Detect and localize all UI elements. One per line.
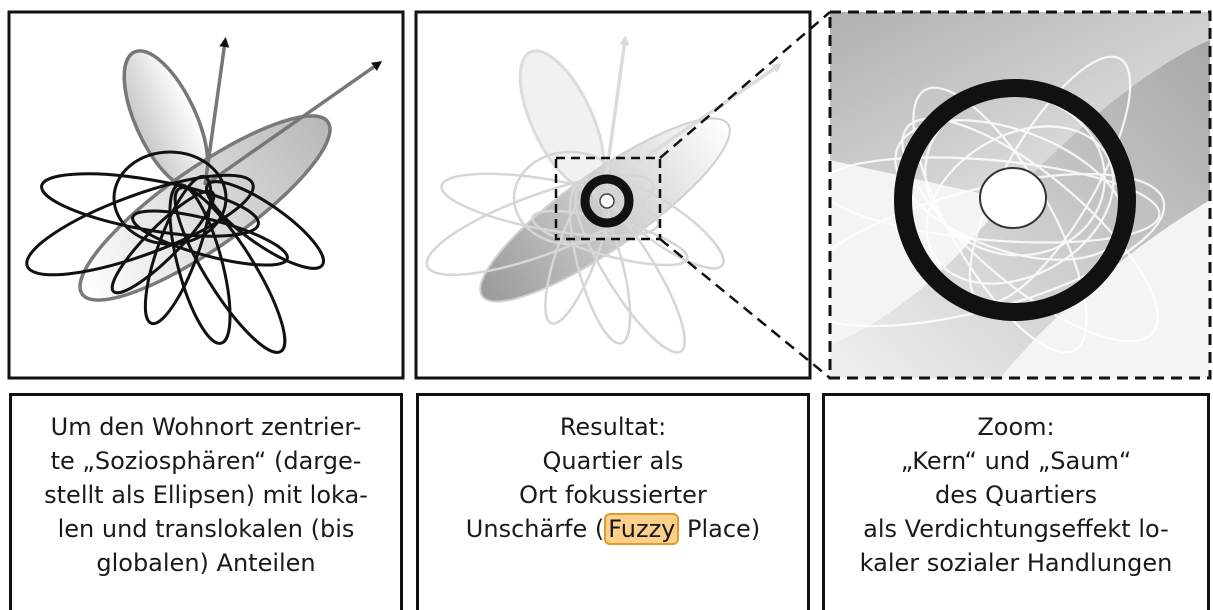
- panel-middle-result: [414, 10, 812, 380]
- caption-middle: Resultat: Quartier als Ort fokussierter …: [416, 393, 810, 610]
- caption-right-line: des Quartiers: [934, 481, 1097, 509]
- caption-middle-line: Ort fokussierter: [519, 481, 707, 509]
- caption-middle-line: Resultat:: [559, 413, 667, 441]
- caption-right: Zoom: „Kern“ und „Saum“ des Quartiers al…: [822, 393, 1210, 610]
- arrow-global-vertical: [203, 37, 230, 186]
- caption-left-line: stellt als Ellipsen) mit loka-: [44, 481, 368, 509]
- zoom-quartier-ring: [894, 79, 1136, 321]
- quartier-core: [599, 193, 615, 209]
- zoom-connector-bottom: [659, 238, 831, 379]
- zoom-quartier-core: [979, 167, 1047, 229]
- caption-right-line: kaler sozialer Handlungen: [859, 549, 1173, 577]
- caption-left-line: Um den Wohnort zentrier-: [50, 413, 362, 441]
- caption-right-line: „Kern“ und „Saum“: [900, 447, 1132, 475]
- sphere-ellipse-gray-diagonal: [78, 114, 332, 302]
- caption-right-line: als Verdichtungseffekt lo-: [863, 515, 1169, 543]
- arrow-global-diagonal: [203, 61, 383, 187]
- caption-left-line: len und translokalen (bis: [57, 515, 355, 543]
- zoom-selection-box: [554, 156, 662, 241]
- caption-right-line: Zoom:: [977, 413, 1055, 441]
- fuzzy-highlight: Fuzzy: [604, 513, 680, 545]
- caption-middle-text: Place): [679, 515, 761, 543]
- sphere-ellipses-local: [25, 150, 325, 354]
- caption-left: Um den Wohnort zentrier- te „Soziosphäre…: [9, 393, 403, 610]
- caption-middle-line: Unschärfe (Fuzzy Place): [466, 512, 760, 546]
- caption-left-line: globalen) Anteilen: [96, 549, 316, 577]
- caption-middle-text: Unschärfe (: [465, 515, 605, 543]
- zoom-connector-top: [659, 11, 831, 159]
- panel-right-zoom: [828, 10, 1212, 380]
- zoom-frame: [828, 10, 1212, 380]
- quartier-ring: [580, 174, 634, 228]
- caption-middle-line: Quartier als: [542, 447, 684, 475]
- panel-left-soziosphaeren: [7, 10, 405, 380]
- caption-left-line: te „Soziosphären“ (darge-: [50, 447, 362, 475]
